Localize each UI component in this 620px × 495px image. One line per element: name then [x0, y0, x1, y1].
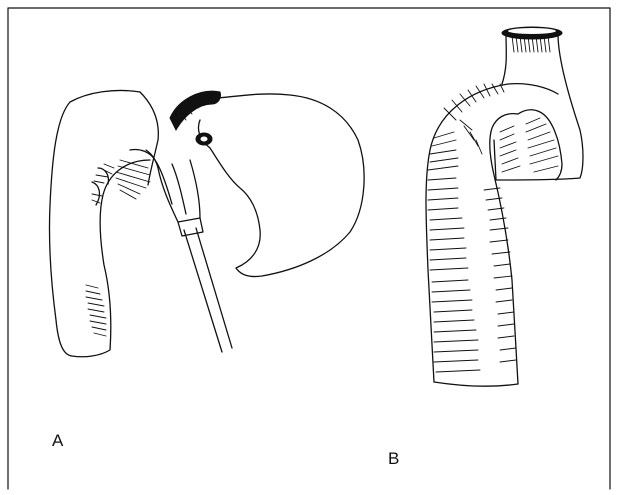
- panel-a-bowel-hatching: [86, 160, 150, 336]
- panel-label-a: A: [52, 432, 63, 449]
- panel-a-stomach-cuff: [170, 91, 221, 130]
- panel-b-drawing: [426, 27, 583, 386]
- figure-frame: [8, 8, 610, 489]
- panel-a-drawing: [49, 90, 364, 356]
- panel-label-b: B: [388, 450, 399, 467]
- panel-a-stapler: [130, 149, 232, 352]
- panel-a-stomach-outline: [210, 94, 364, 277]
- panel-b-tube-hatching: [428, 84, 516, 372]
- panel-a-bowel-inner: [140, 92, 158, 185]
- panel-b-pouch-hatching: [500, 118, 558, 172]
- panel-b-pouch-outline: [494, 34, 583, 180]
